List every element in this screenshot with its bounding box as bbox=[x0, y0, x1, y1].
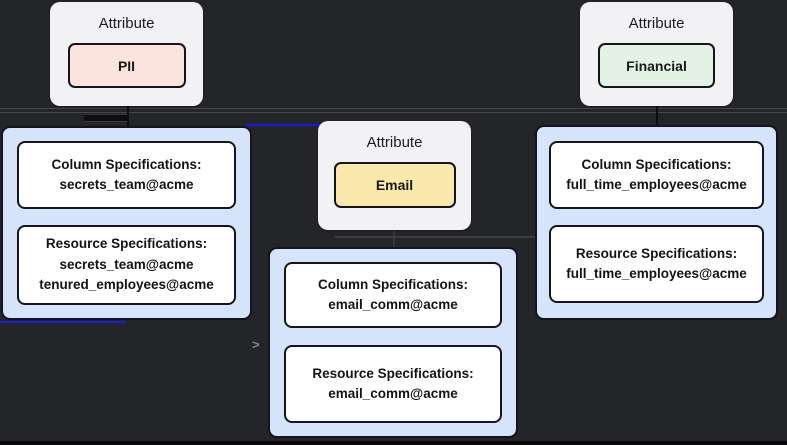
column-specifications-box[interactable]: Column Specifications: email_comm@acme bbox=[284, 262, 502, 328]
edge-bundle-below-pii bbox=[84, 114, 128, 122]
spec-title: Resource Specifications: bbox=[45, 236, 208, 252]
spec-value: secrets_team@acme bbox=[59, 256, 194, 272]
spec-title: Resource Specifications: bbox=[575, 245, 738, 261]
spec-title: Column Specifications: bbox=[317, 276, 469, 292]
attribute-node-email[interactable]: Attribute Email bbox=[318, 121, 471, 230]
spec-group-secrets-team[interactable]: Column Specifications: secrets_team@acme… bbox=[1, 126, 252, 320]
attribute-tag-financial[interactable]: Financial bbox=[598, 43, 715, 88]
edge-horizontal-rail-top bbox=[0, 107, 787, 109]
resource-specifications-box[interactable]: Resource Specifications: secrets_team@ac… bbox=[17, 224, 236, 305]
spec-group-email-comm[interactable]: Column Specifications: email_comm@acme R… bbox=[268, 247, 518, 438]
edge-highlight-email-to-secrets bbox=[246, 123, 342, 126]
edge-financial-to-fulltime-group bbox=[655, 105, 658, 126]
spec-value: full_time_employees@acme bbox=[566, 266, 747, 281]
attribute-tag-email[interactable]: Email bbox=[333, 162, 456, 208]
spec-value: tenured_employees@acme bbox=[39, 276, 214, 292]
column-specifications-box[interactable]: Column Specifications: secrets_team@acme bbox=[17, 141, 236, 209]
spec-group-full-time-employees[interactable]: Column Specifications: full_time_employe… bbox=[535, 125, 778, 320]
edge-highlight-secrets-bottom bbox=[0, 320, 126, 323]
spec-title: Column Specifications: bbox=[581, 156, 732, 172]
edge-email-to-emailcomm-group bbox=[392, 229, 395, 248]
spec-value: secrets_team@acme bbox=[59, 176, 194, 192]
resource-specifications-box[interactable]: Resource Specifications: full_time_emplo… bbox=[549, 225, 764, 303]
edge-bottom-rail bbox=[0, 441, 787, 445]
attribute-node-title: Attribute bbox=[98, 15, 155, 32]
spec-title: Resource Specifications: bbox=[312, 365, 474, 381]
edge-horizontal-mid bbox=[335, 236, 536, 238]
attribute-node-title: Attribute bbox=[628, 15, 685, 32]
resource-specifications-box[interactable]: Resource Specifications: email_comm@acme bbox=[284, 344, 502, 423]
column-specifications-box[interactable]: Column Specifications: full_time_employe… bbox=[549, 141, 764, 209]
attribute-node-financial[interactable]: Attribute Financial bbox=[580, 2, 733, 106]
attribute-node-title: Attribute bbox=[366, 134, 423, 151]
spec-value: full_time_employees@acme bbox=[566, 177, 747, 192]
attribute-tag-pii[interactable]: PII bbox=[67, 43, 186, 88]
edge-pii-to-secrets-group bbox=[126, 105, 129, 127]
attribute-node-pii[interactable]: Attribute PII bbox=[50, 2, 203, 106]
spec-value: email_comm@acme bbox=[328, 296, 458, 312]
edge-arrowhead-icon: > bbox=[252, 337, 260, 352]
spec-title: Column Specifications: bbox=[51, 156, 202, 172]
edge-horizontal-rail-bottom bbox=[0, 111, 787, 113]
spec-value: email_comm@acme bbox=[328, 385, 458, 401]
